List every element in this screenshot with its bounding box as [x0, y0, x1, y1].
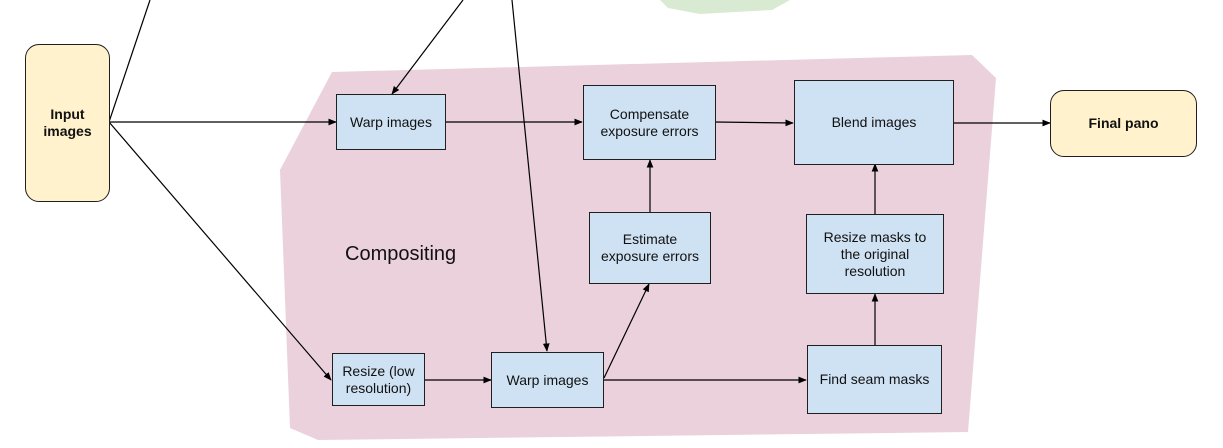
- compensate-exposure-label: Compensate exposure errors: [600, 105, 699, 139]
- edge-input-to-resize-low: [108, 121, 332, 381]
- warp-images-bottom-node[interactable]: Warp images: [491, 352, 604, 408]
- estimate-exposure-label: Estimate exposure errors: [600, 231, 700, 264]
- green-blob: [660, 0, 790, 14]
- blend-images-label: Blend images: [831, 114, 917, 130]
- edge-from-top-left: [108, 0, 151, 123]
- edge-compensate-to-blend: [714, 119, 794, 127]
- final-pano-label: Final pano: [1088, 115, 1159, 131]
- edge-top-to-warp-top: [391, 0, 464, 95]
- estimate-exposure-node[interactable]: Estimate exposure errors: [589, 212, 711, 284]
- edge-warp-bottom-to-estimate: [603, 283, 650, 379]
- warp-images-bottom-label: Warp images: [506, 371, 589, 388]
- compensate-exposure-node[interactable]: Compensate exposure errors: [583, 85, 716, 160]
- resize-masks-node[interactable]: Resize masks to the original resolution: [806, 214, 944, 294]
- warp-images-top-label: Warp images: [350, 113, 432, 130]
- find-seam-masks-node[interactable]: Find seam masks: [807, 345, 942, 414]
- edge-top-to-warp-bottom: [511, 0, 550, 352]
- blend-images-node[interactable]: Blend images: [794, 80, 954, 165]
- input-images-label: Input images: [43, 106, 92, 139]
- resize-low-resolution-node[interactable]: Resize (low resolution): [332, 353, 425, 406]
- input-images-node[interactable]: Input images: [25, 44, 110, 202]
- find-seam-masks-label: Find seam masks: [819, 371, 930, 387]
- compositing-label: Compositing: [345, 243, 457, 265]
- resize-masks-label: Resize masks to the original resolution: [823, 228, 927, 279]
- resize-low-resolution-label: Resize (low resolution): [342, 362, 415, 396]
- final-pano-node[interactable]: Final pano: [1050, 90, 1197, 157]
- warp-images-top-node[interactable]: Warp images: [336, 94, 446, 150]
